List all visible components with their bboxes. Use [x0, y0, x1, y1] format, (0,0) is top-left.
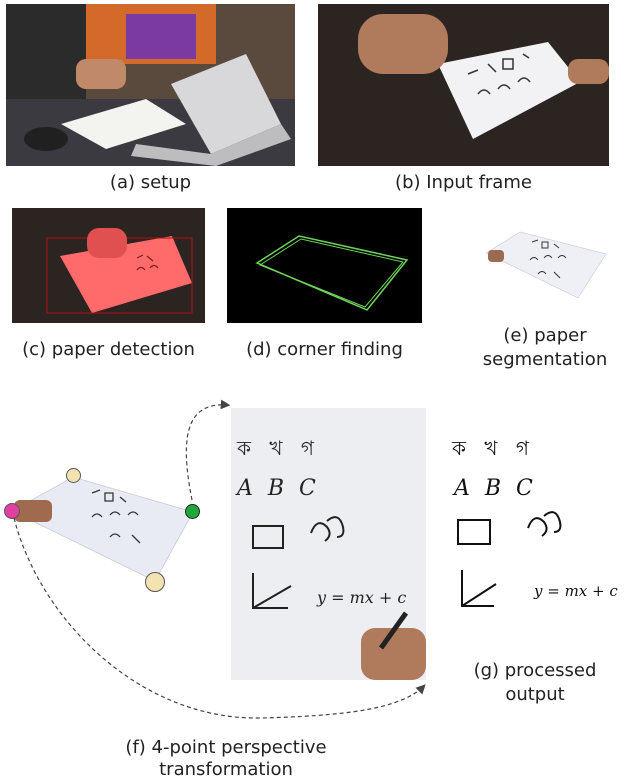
paper-segmentation-image: [482, 228, 608, 300]
caption-processed-output-1: (g) processed: [473, 660, 597, 681]
corner-marker-right: [185, 504, 200, 519]
transformed-page: ক খ গ A B C y = mx + c: [231, 408, 426, 680]
output-equation-text: y = mx + c: [534, 582, 618, 600]
paper-detection-image: [12, 208, 205, 323]
setup-photo: [6, 4, 295, 166]
page-bangla-text: ক খ গ: [237, 436, 320, 460]
caption-corner-finding: (d) corner finding: [246, 339, 403, 360]
caption-processed-output-2: output: [505, 684, 565, 705]
caption-perspective-2: transformation: [159, 759, 293, 780]
caption-paper-segmentation-1: (e) paper: [503, 325, 587, 346]
corner-marker-top-left: [66, 468, 81, 483]
page-abc-text: A B C: [237, 476, 320, 501]
caption-perspective-1: (f) 4-point perspective: [125, 737, 327, 758]
page-equation-text: y = mx + c: [317, 588, 407, 607]
output-abc-text: A B C: [454, 476, 537, 501]
caption-input-frame: (b) Input frame: [395, 172, 532, 193]
corner-marker-left: [4, 503, 20, 519]
caption-setup: (a) setup: [109, 172, 192, 193]
output-bangla-text: ক খ গ: [452, 436, 535, 460]
caption-paper-segmentation-2: segmentation: [482, 349, 608, 370]
corner-marker-bottom: [145, 572, 165, 592]
caption-paper-detection: (c) paper detection: [22, 339, 195, 360]
warped-paper-input: [0, 455, 210, 595]
corner-finding-image: [227, 208, 422, 323]
input-frame-photo: [318, 4, 609, 166]
processed-output: ক খ গ A B C y = mx + c: [440, 410, 626, 648]
